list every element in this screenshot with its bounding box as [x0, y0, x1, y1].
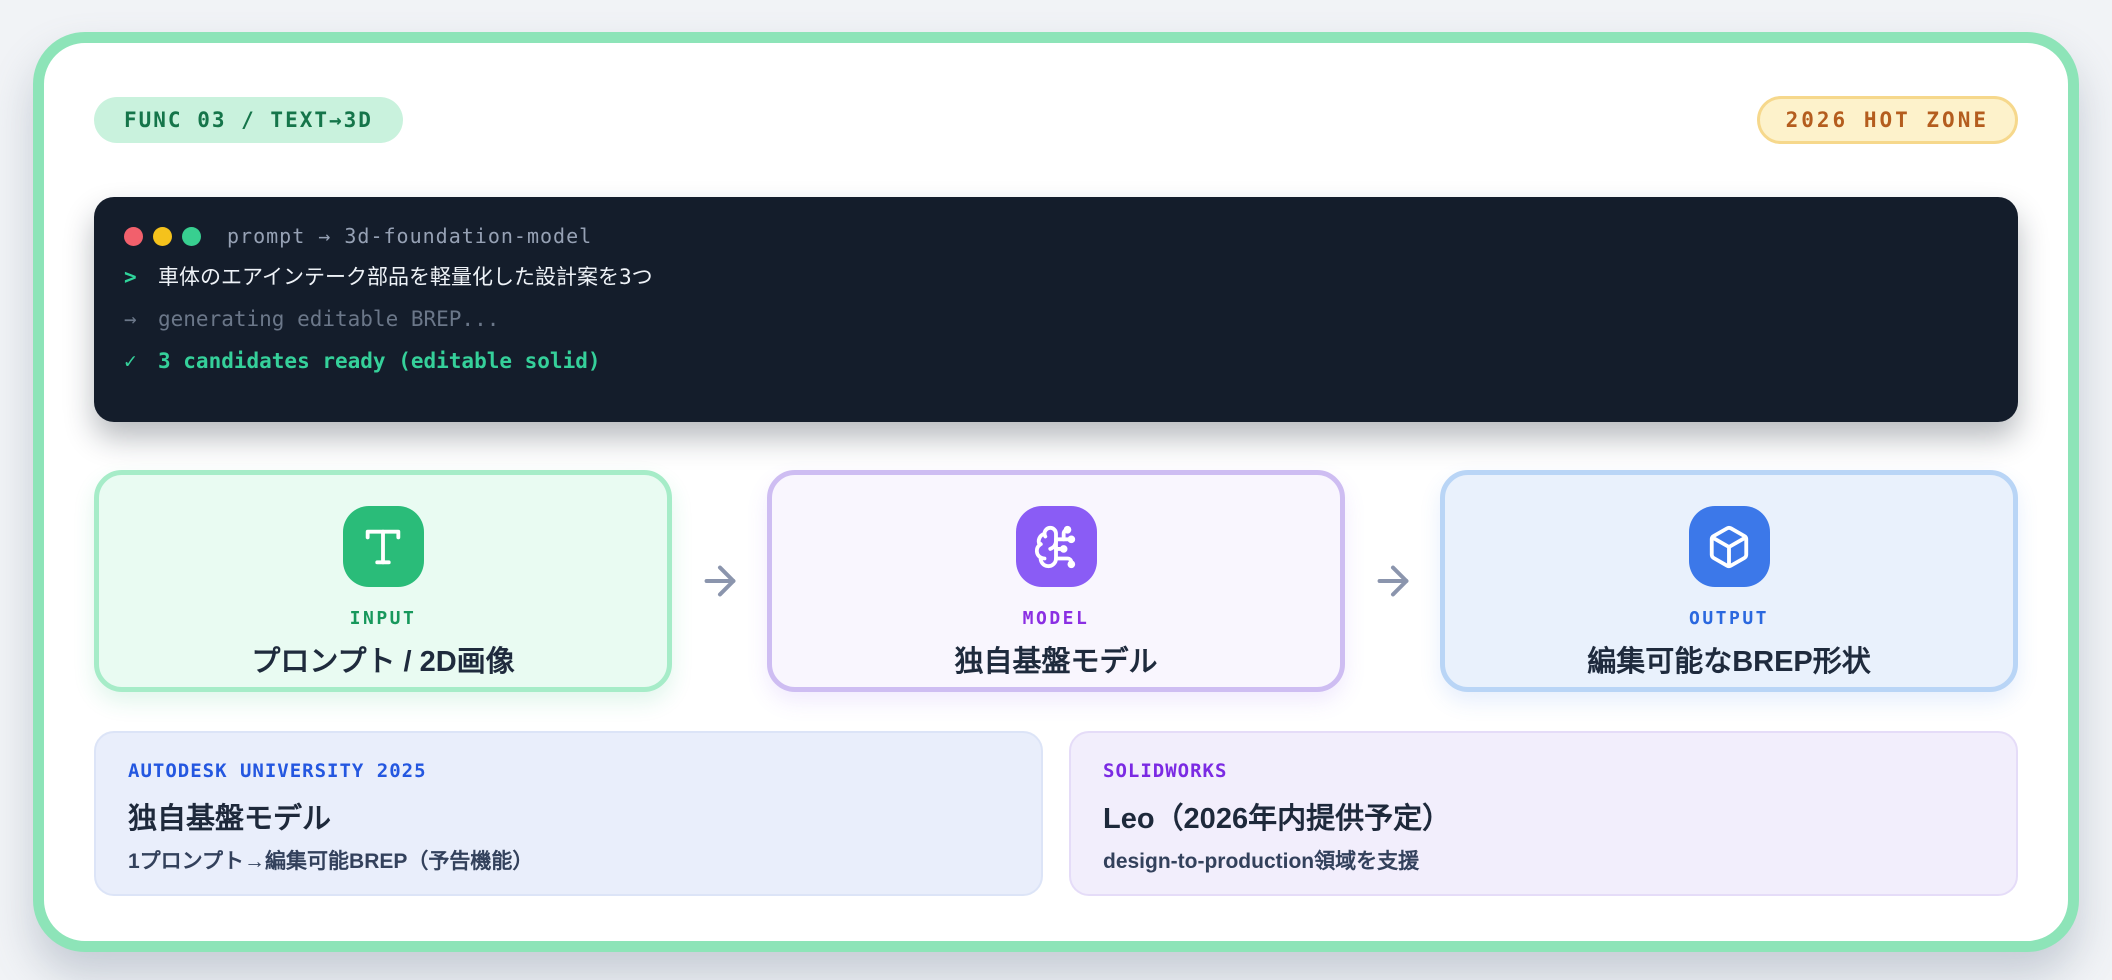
box-icon: [1688, 506, 1770, 587]
footnote-title: 独自基盤モデル: [128, 803, 332, 835]
window-minimize-dot-icon: [153, 226, 172, 246]
terminal-line-success: ✓ 3 candidates ready (editable solid): [124, 348, 1988, 374]
flow-card-output: OUTPUT 編集可能なBREP形状: [1440, 470, 2018, 692]
check-mark: ✓: [124, 349, 137, 373]
terminal-title: prompt → 3d-foundation-model: [227, 224, 593, 248]
flow-card-title: 編集可能なBREP形状: [1587, 646, 1871, 678]
footnote-title: Leo（2026年内提供予定）: [1103, 803, 1452, 835]
terminal-line-prompt: > 車体のエアインテーク部品を軽量化した設計案を3つ: [124, 264, 1988, 290]
footnote-card-solidworks: SOLIDWORKS Leo（2026年内提供予定） design-to-pro…: [1069, 731, 2018, 896]
terminal-window: prompt → 3d-foundation-model > 車体のエアインテー…: [94, 197, 2018, 422]
terminal-line-progress: → generating editable BREP...: [124, 306, 1988, 332]
flow-card-model: MODEL 独自基盤モデル: [767, 470, 1345, 692]
footnote-card-autodesk: AUTODESK UNIVERSITY 2025 独自基盤モデル 1プロンプト→…: [94, 731, 1043, 896]
brain-circuit-icon: [1015, 506, 1097, 587]
success-text: 3 candidates ready (editable solid): [158, 349, 601, 373]
flow-card-label: MODEL: [1022, 608, 1090, 629]
arrow-right-icon: [672, 558, 767, 604]
footnote-row: AUTODESK UNIVERSITY 2025 独自基盤モデル 1プロンプト→…: [94, 731, 2018, 896]
window-maximize-dot-icon: [182, 226, 201, 246]
badge-row: FUNC 03 / TEXT→3D 2026 HOT ZONE: [94, 96, 2018, 144]
prompt-text: 車体のエアインテーク部品を軽量化した設計案を3つ: [158, 265, 653, 289]
terminal-header: prompt → 3d-foundation-model: [124, 224, 1988, 248]
flow-card-label: OUTPUT: [1688, 608, 1770, 629]
flow-card-title: 独自基盤モデル: [954, 646, 1158, 678]
progress-text: generating editable BREP...: [158, 307, 500, 331]
progress-arrow: →: [124, 307, 137, 331]
window-close-dot-icon: [124, 226, 143, 246]
flow-card-input: INPUT プロンプト / 2D画像: [94, 470, 672, 692]
type-icon: [342, 506, 424, 587]
footnote-subtitle: 1プロンプト→編集可能BREP（予告機能）: [128, 850, 534, 873]
flow-card-label: INPUT: [349, 608, 417, 629]
prompt-chevron: >: [124, 265, 137, 289]
hot-zone-badge: 2026 HOT ZONE: [1756, 96, 2018, 144]
footnote-label: SOLIDWORKS: [1103, 760, 1228, 782]
footnote-label: AUTODESK UNIVERSITY 2025: [128, 760, 427, 782]
footnote-subtitle: design-to-production領域を支援: [1103, 850, 1420, 873]
arrow-right-icon: [1345, 558, 1440, 604]
main-panel: FUNC 03 / TEXT→3D 2026 HOT ZONE prompt →…: [33, 32, 2079, 952]
flow-card-title: プロンプト / 2D画像: [251, 646, 515, 678]
function-badge: FUNC 03 / TEXT→3D: [94, 97, 403, 143]
flow-diagram: INPUT プロンプト / 2D画像: [94, 470, 2018, 692]
